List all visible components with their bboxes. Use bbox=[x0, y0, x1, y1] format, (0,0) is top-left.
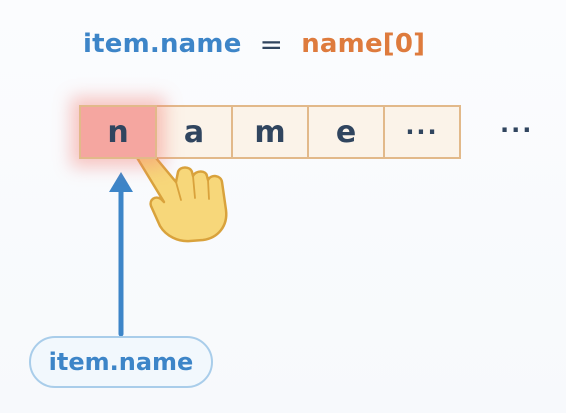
array-cell-1: a bbox=[155, 105, 233, 159]
equation-operator: = bbox=[259, 27, 284, 61]
pointing-hand-icon bbox=[131, 142, 228, 243]
array-cell-0: n bbox=[79, 105, 157, 159]
equation-lhs: item.name bbox=[83, 29, 242, 59]
array-cell-ellipsis: ··· bbox=[383, 105, 461, 159]
up-arrow-icon bbox=[109, 172, 133, 337]
character-array: n a m e ··· bbox=[79, 105, 461, 159]
variable-label-box: item.name bbox=[29, 336, 213, 388]
assignment-equation: item.name = name[0] bbox=[83, 24, 425, 64]
array-trailing-ellipsis: ··· bbox=[500, 116, 534, 144]
equation-rhs: name[0] bbox=[301, 29, 426, 59]
